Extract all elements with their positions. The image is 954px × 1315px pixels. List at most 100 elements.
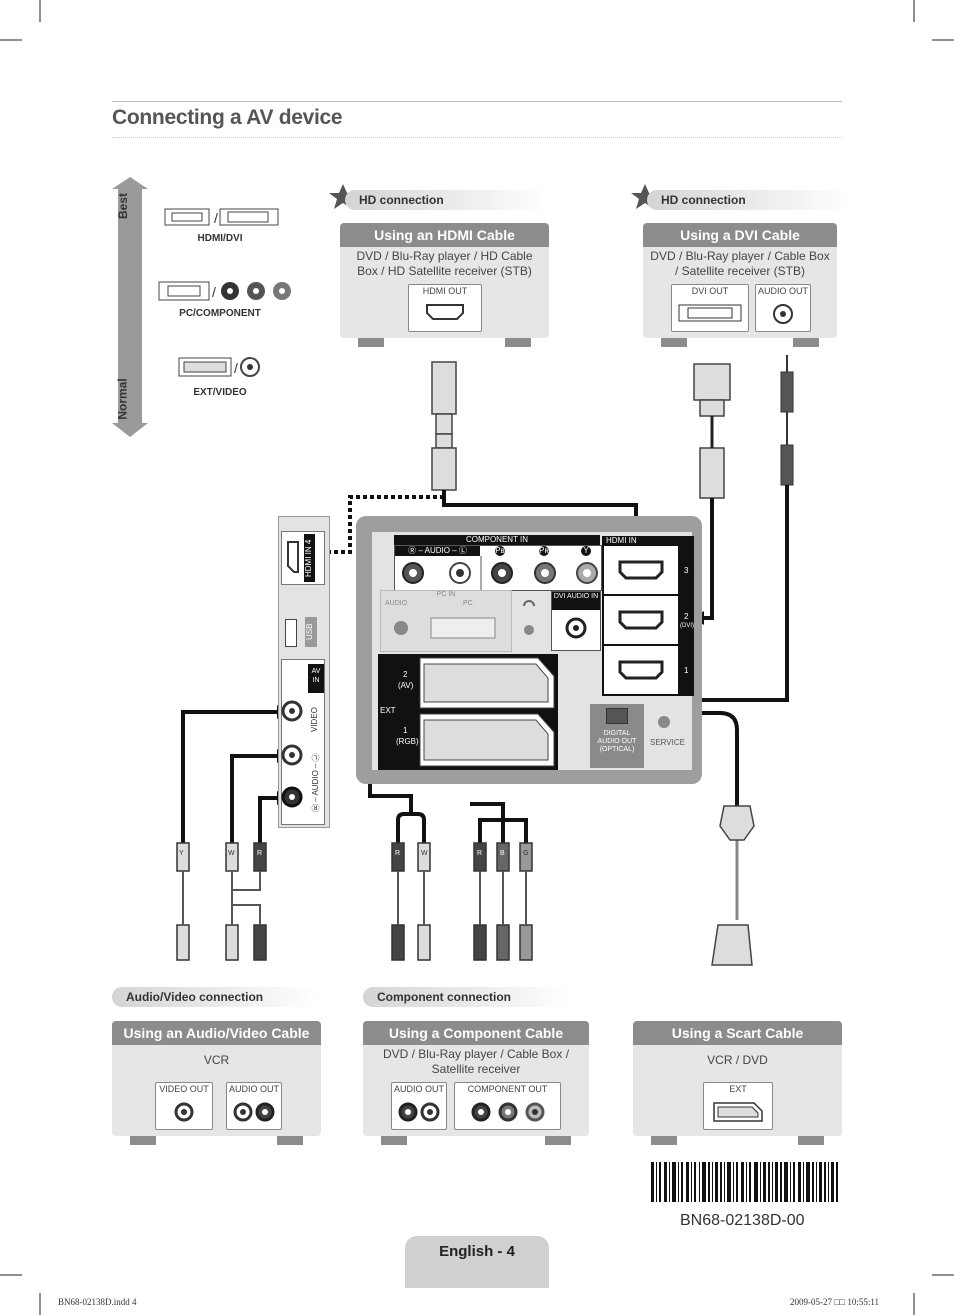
component-section-tab: Component connection <box>363 987 569 1007</box>
hdmi-2-label: 2 <box>684 612 689 621</box>
av-card: Using an Audio/Video Cable VCR VIDEO OUT… <box>112 1021 321 1145</box>
scart-sockets <box>419 657 555 767</box>
side-hdmi-port: HDMI IN 4 <box>281 531 325 585</box>
av-card-desc: VCR <box>203 1053 230 1067</box>
hdmi-in-block: HDMI IN 3 2 (DVI) 1 <box>602 536 694 696</box>
component-out-port: COMPONENT OUT <box>454 1082 561 1130</box>
service-label: SERVICE <box>650 738 685 747</box>
plug-letter: R <box>477 850 483 857</box>
pc-in-label: PC IN <box>436 591 456 598</box>
av-cable-w <box>230 754 278 843</box>
hdmi-in-label: HDMI IN <box>606 536 637 545</box>
hdmi-cable <box>431 361 457 491</box>
plug-letter: Y <box>179 850 184 857</box>
optical-block: DIGITAL AUDIO OUT (OPTICAL) <box>590 704 644 768</box>
pc-component-icon: / <box>158 281 291 301</box>
component-card: Using a Component Cable DVD / Blu-Ray pl… <box>363 1021 589 1145</box>
dvi-section-tab: HD connection <box>647 190 851 210</box>
card-foot <box>130 1136 156 1145</box>
hdmi-card: Using an HDMI Cable DVD / Blu-Ray player… <box>340 223 549 347</box>
rca-jack-icon <box>398 1102 440 1122</box>
footer-file: BN68-02138D.indd 4 <box>58 1297 137 1307</box>
quality-legend: Best Normal / HDMI/DVI / PC/COMPONENT / … <box>108 175 291 440</box>
scart-card: Using a Scart Cable VCR / DVD EXT <box>633 1021 842 1145</box>
av-cable-y <box>181 710 278 843</box>
tv-side-panel: HDMI IN 4 USB AV IN VIDEO Ⓡ – AUDIO – Ⓛ <box>278 516 330 828</box>
ext-port: EXT <box>703 1082 773 1130</box>
audio-cable <box>780 371 794 486</box>
hdmi-1-label: 1 <box>684 666 689 675</box>
ext-port-label: EXT <box>729 1084 747 1094</box>
audio-jack-icon <box>565 617 587 639</box>
rca-jack-icon <box>471 1102 545 1122</box>
ext1-label: 1 <box>403 726 408 735</box>
component-video-cable <box>470 802 528 843</box>
component-audio-out-label: AUDIO OUT <box>393 1084 444 1094</box>
scart-plug <box>711 805 755 966</box>
plug-letter: B <box>500 850 505 857</box>
hdmi-card-title: Using an HDMI Cable <box>340 223 549 247</box>
side-usb-port: USB <box>281 617 323 647</box>
component-in-header: COMPONENT IN <box>394 535 600 545</box>
tv-rear-panel: COMPONENT IN Ⓡ – AUDIO – Ⓛ Pʙ Pʀ Y PC IN… <box>356 516 702 784</box>
barcode-id: BN68-02138D-00 <box>680 1212 805 1229</box>
pc-label: PC <box>463 600 473 607</box>
component-jacks <box>402 556 598 590</box>
dvi-audio-in-label: DVI AUDIO IN <box>552 592 600 610</box>
card-foot <box>793 338 819 347</box>
svg-text:/: / <box>212 284 216 300</box>
legend-pc-component: PC/COMPONENT <box>179 308 261 319</box>
pb-label: Pʙ <box>495 546 505 556</box>
dvi-audio-in-block: DVI AUDIO IN <box>551 591 601 651</box>
pr-label: Pʀ <box>539 546 549 556</box>
rca-jack-icon <box>233 1102 275 1122</box>
dvi-port-icon <box>678 304 742 322</box>
quality-arrow <box>112 177 148 437</box>
hdmi-port-icons <box>618 560 664 680</box>
av-section-tab: Audio/Video connection <box>112 987 318 1007</box>
plug-letter: R <box>257 850 263 857</box>
component-plugs <box>391 842 533 961</box>
ext-video-icon: / <box>178 357 260 377</box>
vga-port-icon <box>394 617 496 639</box>
scart-cable <box>558 711 739 840</box>
hdmi-dvi-icon: / <box>164 208 279 226</box>
headphone-icon <box>523 600 535 635</box>
digital-audio-out-label: DIGITAL AUDIO OUT (OPTICAL) <box>597 730 637 753</box>
scart-card-desc: VCR / DVD <box>707 1053 768 1067</box>
ext-label: EXT <box>380 706 396 715</box>
av-plugs <box>176 842 267 961</box>
scart-port-icon <box>713 1102 763 1122</box>
audio-out-label: AUDIO OUT <box>228 1084 279 1094</box>
dvi-out-label: DVI OUT <box>691 286 729 296</box>
optical-port-icon <box>606 708 628 724</box>
plug-letter: W <box>421 850 428 857</box>
component-audio-out-port: AUDIO OUT <box>391 1082 447 1130</box>
footer-timestamp: 2009-05-27 □□ 10:55:11 <box>790 1297 880 1307</box>
video-out-port: VIDEO OUT <box>155 1082 213 1130</box>
legend-hdmi-dvi: HDMI/DVI <box>197 233 243 244</box>
ext-block: EXT 2 (AV) 1 (RGB) <box>378 654 558 770</box>
hdmi-2-sub-label: (DVI) <box>680 623 694 629</box>
component-in-block: Ⓡ – AUDIO – Ⓛ Pʙ Pʀ Y <box>394 545 602 591</box>
audio-out-label: AUDIO OUT <box>757 286 808 296</box>
hdmi-3-label: 3 <box>684 566 689 575</box>
scart-card-title: Using a Scart Cable <box>633 1021 842 1045</box>
av-cable-r <box>258 796 278 843</box>
service-port-icon <box>658 716 670 728</box>
plug-letter: W <box>228 850 235 857</box>
audio-jack-icon <box>773 304 793 324</box>
component-card-desc: DVD / Blu-Ray player / Cable Box / Satel… <box>382 1047 570 1076</box>
dvi-card: Using a DVI Cable DVD / Blu-Ray player /… <box>643 223 837 347</box>
y-label: Y <box>581 546 591 556</box>
ext1-sub-label: (RGB) <box>396 737 419 746</box>
card-foot <box>651 1136 677 1145</box>
pc-audio-label: AUDIO <box>385 600 408 607</box>
usb-icon <box>285 619 297 647</box>
card-foot <box>358 338 384 347</box>
hdmi-dotted-line <box>322 495 444 554</box>
audio-out-port: AUDIO OUT <box>226 1082 282 1130</box>
barcode <box>651 1162 838 1202</box>
video-out-label: VIDEO OUT <box>159 1084 209 1094</box>
